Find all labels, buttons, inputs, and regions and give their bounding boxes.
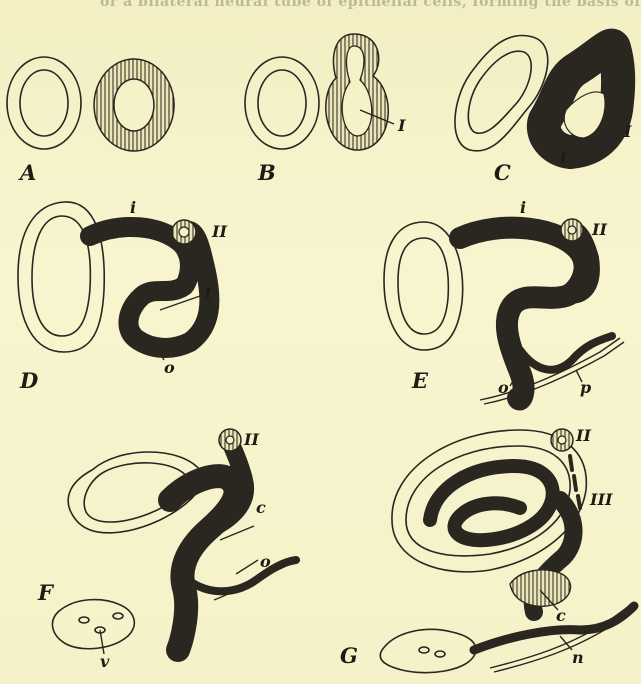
- label-d-II: II: [212, 224, 227, 240]
- figure-letter-g: G: [340, 645, 358, 666]
- label-g-III: III: [590, 492, 612, 508]
- figure-b-drawing: [245, 34, 394, 150]
- label-e-II: II: [592, 222, 607, 238]
- label-g-II: II: [576, 428, 591, 444]
- figure-a-drawing: [7, 57, 174, 151]
- figure-letter-f: F: [38, 582, 53, 603]
- figure-c-drawing: [455, 35, 622, 152]
- figure-letter-d: D: [20, 370, 38, 391]
- figure-letter-b: B: [258, 162, 276, 183]
- label-g-n: n: [572, 650, 584, 666]
- figure-letter-c: C: [494, 162, 511, 183]
- label-e-p: p: [580, 380, 591, 396]
- label-d-I: I: [204, 286, 211, 302]
- label-f-II: II: [244, 432, 259, 448]
- figure-letter-e: E: [412, 370, 428, 391]
- label-e-i: i: [520, 200, 526, 216]
- label-g-c: c: [556, 608, 566, 624]
- label-f-v: v: [100, 654, 109, 670]
- label-c-i: i: [560, 150, 566, 166]
- figure-f-drawing: [52, 429, 300, 654]
- figure-letter-a: A: [20, 162, 36, 183]
- label-e-o: o: [498, 380, 509, 396]
- label-f-o: o: [260, 554, 271, 570]
- label-d-o: o: [164, 360, 175, 376]
- label-d-i: i: [130, 200, 136, 216]
- label-b-I: I: [398, 118, 405, 134]
- label-c-I: I: [624, 124, 631, 140]
- figure-d-drawing: [18, 202, 209, 360]
- label-f-c: c: [256, 500, 266, 516]
- figure-g-drawing: [380, 429, 636, 673]
